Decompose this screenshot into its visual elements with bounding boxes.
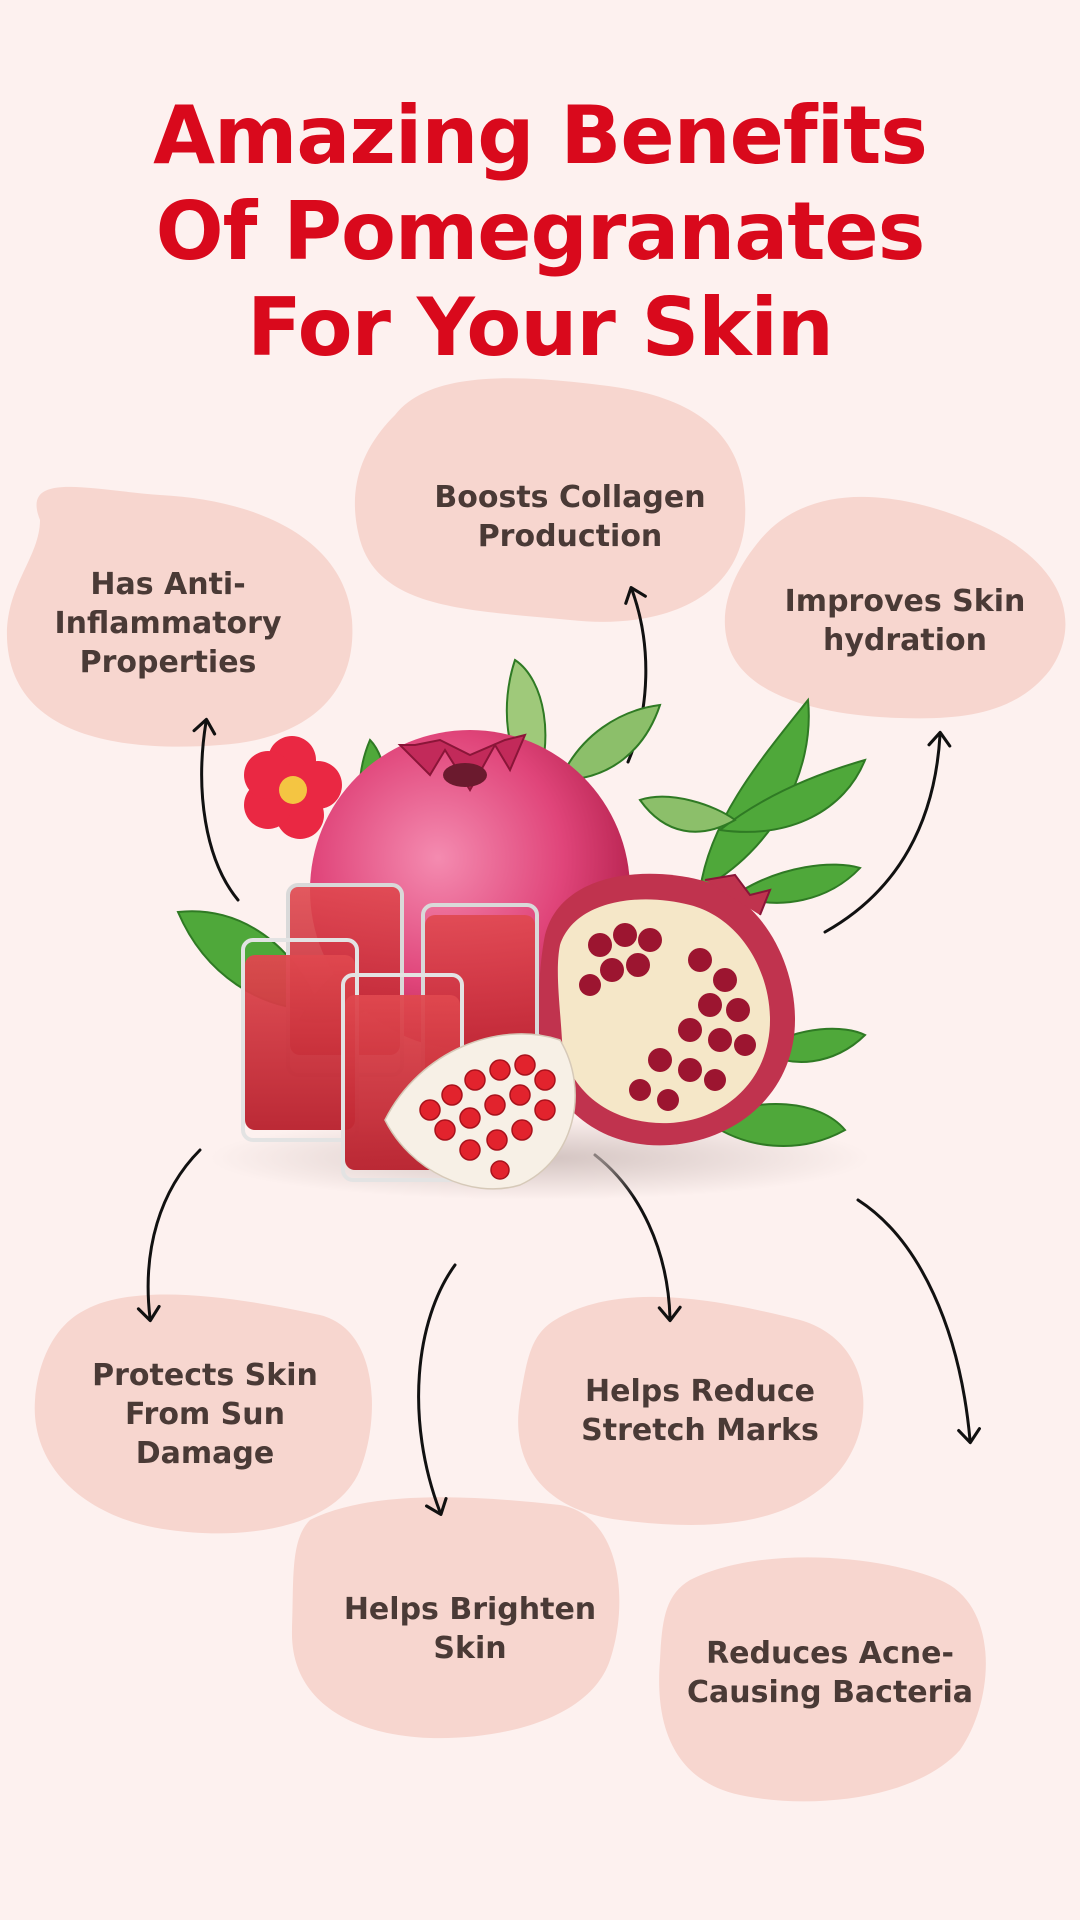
arrow-to-acne bbox=[856, 1198, 981, 1445]
pomegranate-illustration bbox=[176, 658, 870, 1200]
blob-stretch-marks bbox=[518, 1296, 864, 1525]
benefit-protects-sun-damage: Protects Skin From Sun Damage bbox=[92, 1358, 318, 1471]
arrow-to-anti-inflammatory bbox=[192, 717, 240, 902]
arrow-to-brighten bbox=[417, 1263, 457, 1516]
benefit-brighten-skin: Helps Brighten Skin bbox=[343, 1592, 597, 1666]
leaf-top-2 bbox=[558, 703, 662, 782]
pomegranate-flower bbox=[244, 736, 342, 839]
benefit-improves-hydration: Improves Skin hydration bbox=[784, 584, 1026, 658]
arrow-to-hydration bbox=[823, 730, 952, 934]
blob-acne bbox=[659, 1557, 986, 1802]
blob-collagen bbox=[354, 378, 746, 622]
benefit-boosts-collagen: Boosts Collagen Production bbox=[434, 480, 706, 554]
arrow-to-sun-damage bbox=[136, 1148, 202, 1323]
title-line-1: Amazing Benefits bbox=[153, 89, 928, 182]
leaf-mid bbox=[638, 795, 737, 833]
pomegranate-cut bbox=[538, 873, 795, 1146]
blob-brighten bbox=[291, 1497, 620, 1739]
title-line-2: Of Pomegranates bbox=[155, 185, 926, 278]
benefit-reduce-stretch-marks: Helps Reduce Stretch Marks bbox=[581, 1374, 819, 1448]
benefit-reduces-acne-bacteria: Reduces Acne- Causing Bacteria bbox=[687, 1636, 973, 1710]
arils-pile bbox=[384, 1033, 576, 1190]
title-line-3: For Your Skin bbox=[247, 281, 834, 374]
blob-anti-inflammatory bbox=[6, 486, 353, 747]
juice-glass-3 bbox=[241, 938, 359, 1142]
leaf-right-2 bbox=[717, 758, 867, 833]
page-title: Amazing Benefits Of Pomegranates For You… bbox=[0, 88, 1080, 376]
blob-sun-damage bbox=[34, 1294, 372, 1534]
blob-hydration bbox=[724, 496, 1066, 719]
benefit-anti-inflammatory: Has Anti- Inflammatory Properties bbox=[54, 567, 282, 680]
pomegranate-crown bbox=[397, 733, 527, 792]
